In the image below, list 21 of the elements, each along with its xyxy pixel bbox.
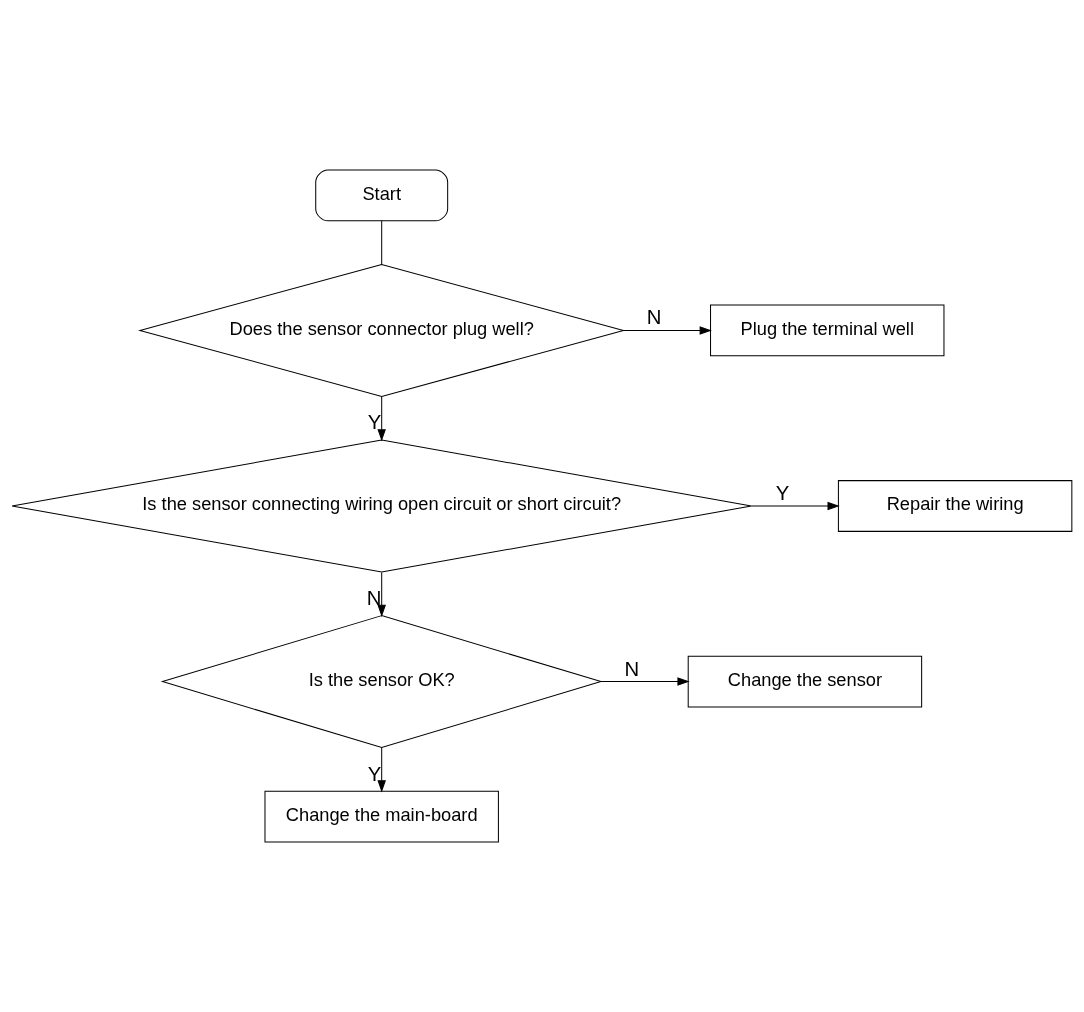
arrow xyxy=(600,677,690,686)
node-box: Plug the terminal well xyxy=(710,304,945,357)
node-box: Change the main-board xyxy=(264,790,499,843)
edge-label: N xyxy=(646,306,662,329)
arrow xyxy=(377,571,386,617)
edge-label: Y xyxy=(367,411,382,434)
edge-label: Y xyxy=(367,762,382,785)
edge-label: N xyxy=(366,587,382,610)
edge-label: Y xyxy=(775,481,790,504)
node-diamond: Is the sensor connecting wiring open circuit or short circuit? xyxy=(11,439,752,573)
edge-label: N xyxy=(624,657,640,680)
node-box: Change the sensor xyxy=(687,655,923,708)
arrow xyxy=(377,747,386,793)
node-diamond: Is the sensor OK? xyxy=(160,615,603,749)
connector xyxy=(381,220,383,265)
node-box: Repair the wiring xyxy=(837,480,1073,532)
node-diamond: Does the sensor connector plug well? xyxy=(138,263,626,397)
arrow xyxy=(750,501,840,511)
arrow xyxy=(377,396,386,442)
arrow xyxy=(622,326,712,335)
node-box: Start xyxy=(315,169,449,222)
